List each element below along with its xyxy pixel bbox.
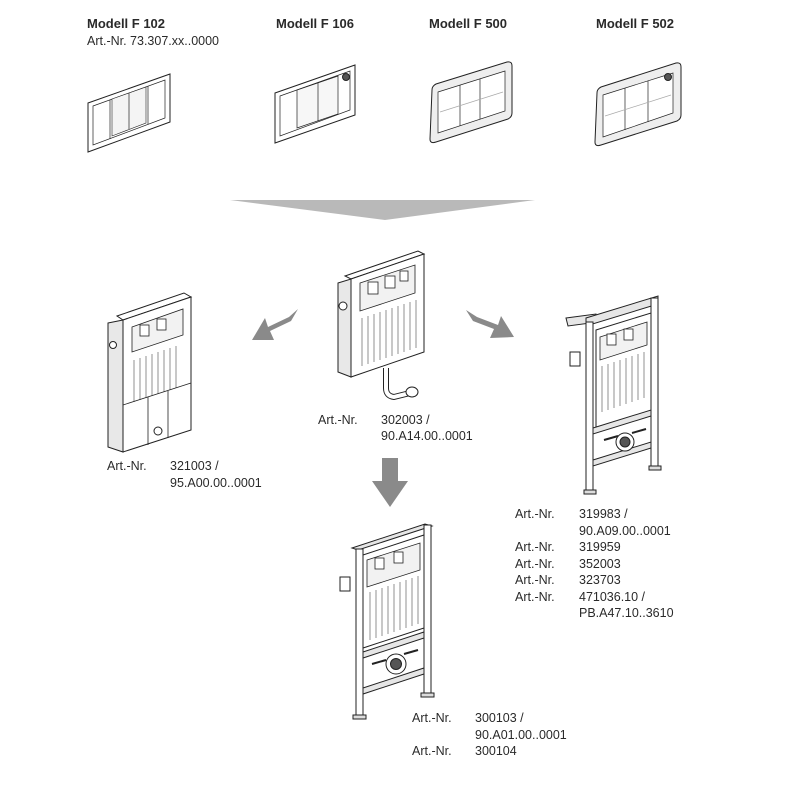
article-number: 90.A01.00..0001: [475, 727, 567, 742]
flush-plate-f500-icon: [429, 61, 513, 144]
center-unit-number-2: 90.A14.00..0001: [381, 429, 473, 443]
article-number: PB.A47.10..3610: [579, 606, 674, 620]
cistern-center-icon: [337, 250, 426, 401]
funnel-icon: [230, 200, 535, 220]
arrow-down-icon: [372, 458, 408, 507]
arrow-right-icon: [466, 310, 514, 338]
article-number: 319959: [579, 540, 621, 554]
flush-plate-f106-icon: [274, 64, 356, 144]
flush-plate-f502-icon: [594, 62, 682, 147]
model-title-f102: Modell F 102: [87, 16, 166, 31]
article-label: Art.-Nr.: [412, 711, 452, 725]
article-number: 300104: [475, 744, 517, 758]
model-title-f106: Modell F 106: [276, 16, 355, 31]
article-number: 323703: [579, 573, 621, 587]
article-label: Art.-Nr.: [515, 556, 555, 571]
article-label: Art.-Nr.: [515, 540, 555, 554]
model-title-f500: Modell F 500: [429, 16, 508, 31]
mounting-frame-bottom-icon: [339, 523, 435, 720]
cistern-left-icon: [107, 292, 193, 453]
article-number: 471036.10 /: [579, 589, 646, 604]
article-label: Art.-Nr.: [515, 573, 555, 587]
article-label: Art.-Nr.: [515, 507, 555, 521]
left-unit-label: Art.-Nr.: [107, 459, 147, 473]
article-label: Art.-Nr.: [515, 589, 555, 604]
mounting-frame-right-icon: [565, 295, 662, 495]
arrow-left-icon: [252, 309, 298, 340]
center-unit-label: Art.-Nr.: [318, 413, 358, 427]
model-title-f502: Modell F 502: [596, 16, 675, 31]
flush-plate-f102-icon: [87, 73, 171, 153]
left-unit-number-2: 95.A00.00..0001: [170, 476, 262, 490]
center-unit-number-1: 302003 /: [381, 413, 430, 427]
article-label: Art.-Nr.: [412, 744, 452, 758]
left-unit-number-1: 321003 /: [170, 459, 219, 473]
article-number: 300103 /: [475, 711, 524, 725]
article-number: 319983 /: [579, 507, 628, 521]
model-f102-article-number: Art.-Nr. 73.307.xx..0000: [87, 34, 220, 48]
article-number: 90.A09.00..0001: [579, 523, 671, 538]
article-number: 352003: [579, 556, 621, 571]
